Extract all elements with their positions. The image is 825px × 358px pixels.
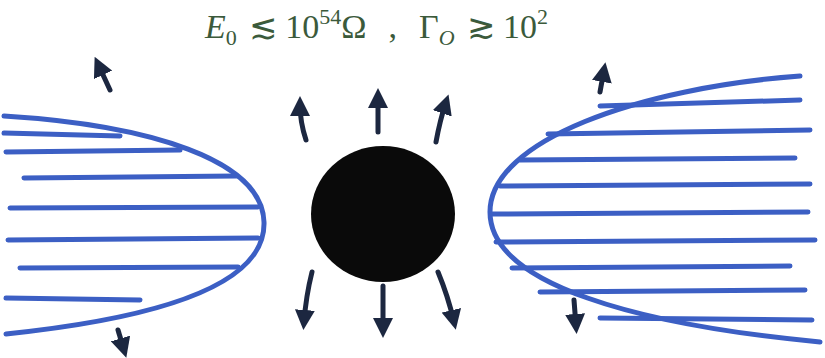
formula-relation: ≳ 10: [467, 6, 538, 46]
formula-subscript: 0: [226, 25, 237, 51]
right-field-lines: [490, 76, 820, 342]
formula-symbol: Γ: [419, 8, 439, 46]
outflow-arrows: [98, 64, 604, 350]
formula-superscript: 2: [537, 4, 548, 30]
formula-symbol: Ω: [341, 8, 366, 46]
left-field-lines: [4, 116, 264, 334]
formula-subscript: O: [439, 25, 455, 51]
formula-separator: ,: [389, 8, 398, 46]
formula-symbol: E: [205, 8, 226, 46]
formula-relation: ≲ 10: [249, 6, 320, 46]
formula-superscript: 54: [319, 4, 341, 30]
black-hole: [311, 146, 455, 282]
formula: E0≲ 1054Ω,ΓO≳ 102: [205, 6, 548, 46]
